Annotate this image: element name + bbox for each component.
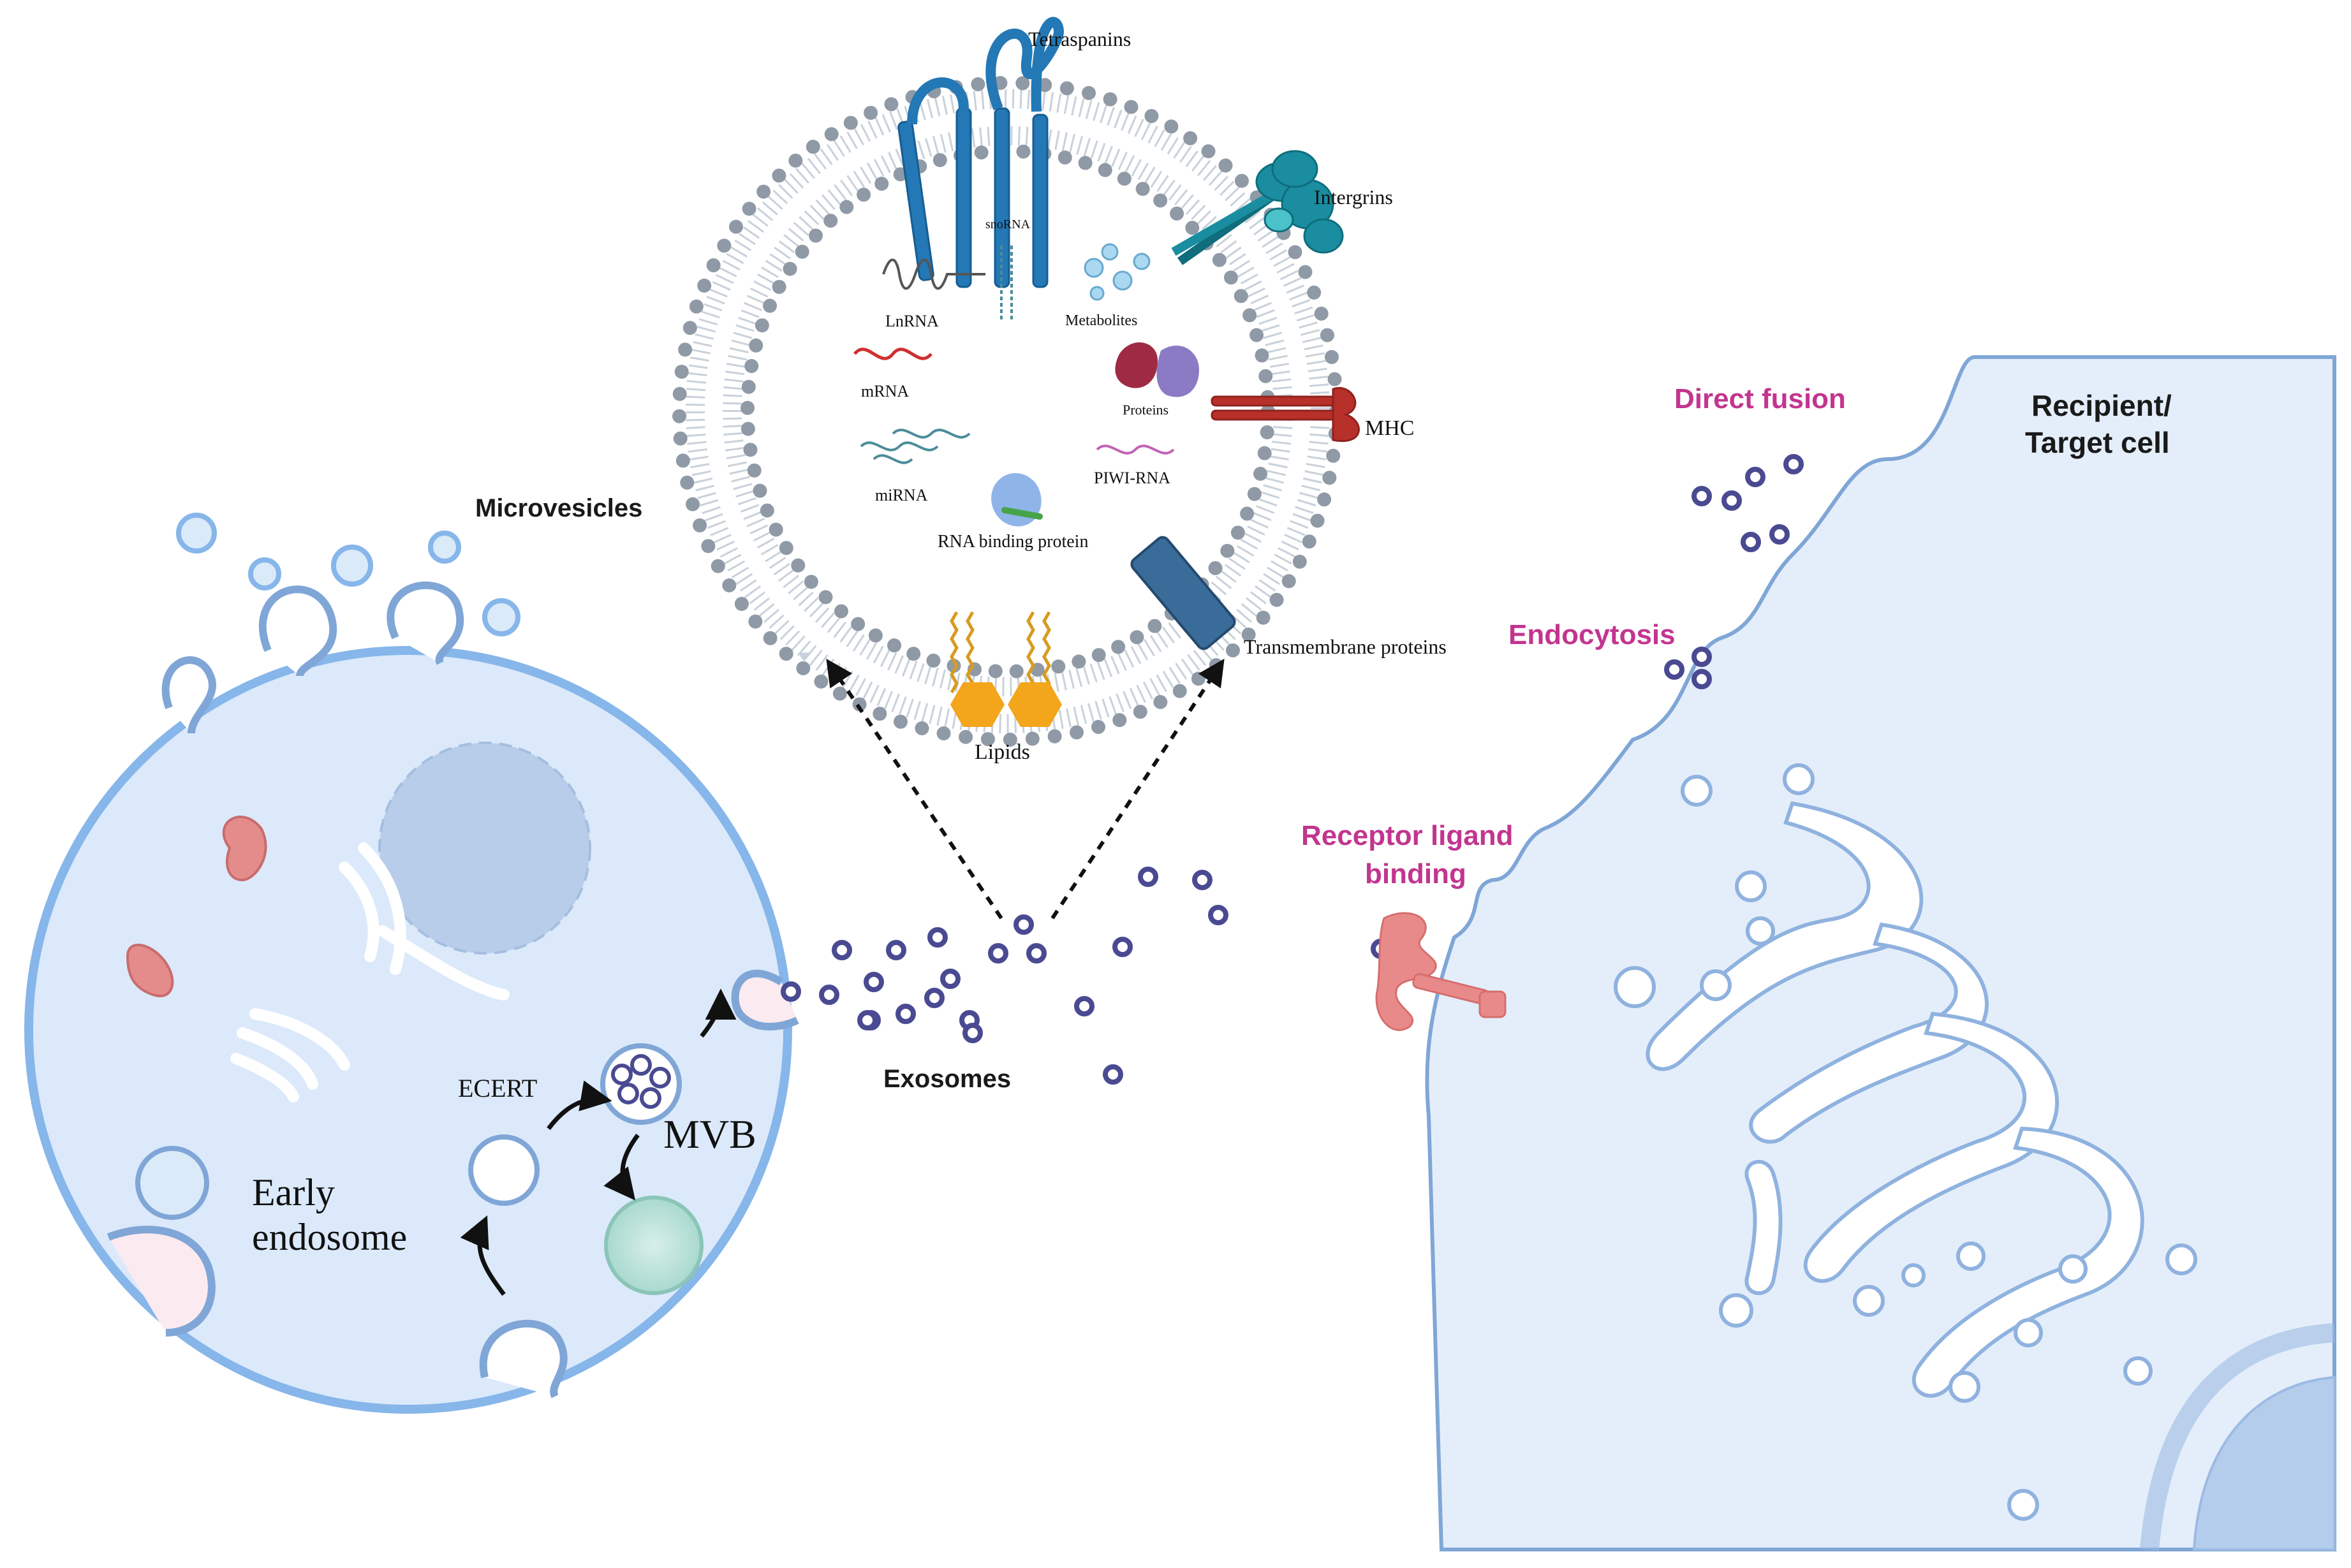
label-early-endosome-1: Early [252,1171,335,1213]
label-recipient-2: Target cell [2025,426,2170,459]
piwi-glyph [1096,444,1175,455]
label-ecert: ECERT [458,1074,537,1103]
snorna-glyph [1000,245,1013,322]
label-direct-fusion: Direct fusion [1674,383,1846,414]
donor-cell-body [24,646,792,1414]
donor-cell [24,513,799,1414]
lipids-molecules [950,611,1062,727]
label-rbp: RNA binding protein [938,532,1088,552]
label-mirna: miRNA [875,486,928,504]
label-microvesicles: Microvesicles [475,494,642,522]
recipient-vesicles [1614,763,2197,1521]
label-tetraspanins: Tetraspanins [1028,27,1131,50]
label-exosomes: Exosomes [883,1065,1011,1093]
lnrna-glyph [882,258,985,290]
microvesicle-buds [161,581,464,734]
receptor-ligand [1375,912,1507,1031]
lysosome [604,1196,704,1295]
label-transmembrane: Transmembrane proteins [1244,635,1447,658]
label-receptor-2: binding [1365,858,1466,890]
integrins-protein [1171,150,1344,265]
label-piwi: PIWI-RNA [1094,469,1170,487]
metabolites-glyph [1084,243,1151,301]
mhc-protein [1211,386,1360,443]
label-metabolites: Metabolites [1065,312,1137,329]
transmembrane-protein [1130,536,1236,650]
biogenesis-arrows [460,988,737,1296]
label-early-endosome-2: endosome [252,1216,407,1258]
label-receptor-1: Receptor ligand [1301,820,1514,851]
exosome-detail [672,17,1360,920]
label-mhc: MHC [1365,416,1414,440]
mrna-glyph [853,348,932,360]
recipient-nucleus [2192,1375,2336,1551]
label-endocytosis: Endocytosis [1508,619,1676,650]
early-endosome-vesicle [135,1146,209,1220]
mirna-glyph [860,429,971,464]
label-mvb: MVB [663,1111,756,1157]
zoom-arrows [826,658,1225,920]
donor-fusion-pocket [731,969,799,1030]
label-snorna: snoRNA [985,217,1031,231]
label-lipids: Lipids [975,740,1030,764]
mvb-cargo [611,1054,671,1109]
label-mrna: mRNA [861,382,909,400]
donor-golgi [230,842,510,1103]
rbp-glyph [991,473,1043,527]
cargo-icons [853,243,1199,527]
donor-left-pocket [107,1226,216,1337]
microvesicles [176,513,520,636]
recipient-golgi [1646,801,2144,1398]
mitochondria [126,816,267,997]
donor-nucleus [378,742,591,955]
exosomes [781,867,1228,1085]
tetraspanins-protein [897,17,1065,288]
label-proteins: Proteins [1123,402,1168,418]
ecert-vesicle [468,1134,540,1206]
label-recipient-1: Recipient/ [2031,389,2172,422]
label-integrins: Intergrins [1314,186,1393,209]
recipient-cell [1425,355,2336,1551]
proteins-glyph [1115,342,1199,397]
recipient-cell-body [1425,355,2336,1551]
label-lnrna: LnRNA [885,312,939,330]
donor-endocytic-bud [479,1319,568,1398]
recipient-nuclear-envelope [2140,1323,2335,1551]
labels: Tetraspanins Intergrins MHC Transmembran… [252,27,2172,1258]
